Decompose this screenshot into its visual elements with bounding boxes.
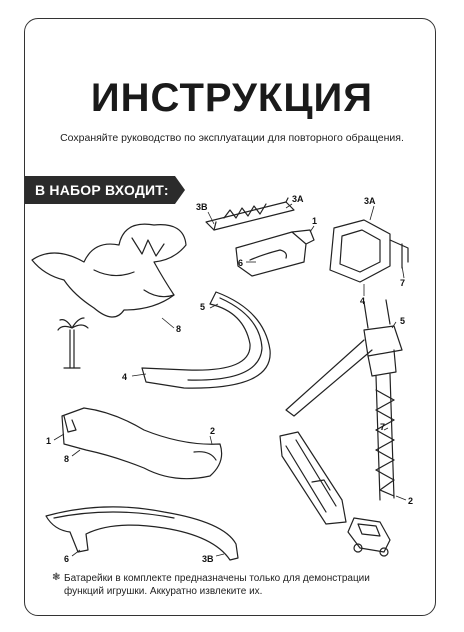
label-5-mid: 5 — [200, 302, 205, 312]
battery-note: Батарейки в комплекте предназначены толь… — [64, 573, 370, 597]
label-5-tower: 5 — [400, 316, 405, 326]
label-1-top: 1 — [312, 216, 317, 226]
palm-tree-part — [57, 317, 89, 369]
battery-note-icon: ❃ — [52, 572, 61, 583]
ramp-piece-top — [205, 197, 295, 231]
label-7-right: 7 — [400, 278, 405, 288]
label-8-left: 8 — [176, 324, 181, 334]
label-6-bottom: 6 — [64, 554, 69, 564]
kit-contents-banner: В НАБОР ВХОДИТ: — [25, 176, 185, 204]
banner-shape — [25, 176, 185, 204]
launcher-part — [235, 229, 315, 277]
label-2-tower: 2 — [408, 496, 413, 506]
label-6: 6 — [238, 258, 243, 268]
parts-illustration: 3В 3А 1 6 3А 7 4 5 8 4 5 7 2 1 8 2 6 3В — [31, 194, 413, 564]
label-8-bottom: 8 — [64, 454, 69, 464]
dinosaur-part — [31, 223, 187, 318]
label-7-tower: 7 — [380, 422, 385, 432]
bottom-ramp-part — [45, 506, 239, 561]
label-4-right: 4 — [360, 296, 365, 306]
instruction-sheet — [24, 18, 436, 616]
banner-text: В НАБОР ВХОДИТ: — [35, 182, 169, 198]
curved-ramp-part — [141, 291, 271, 389]
launcher-tube-part — [279, 431, 347, 525]
label-3b-bottom: 3В — [202, 554, 214, 564]
label-3b-top: 3В — [196, 202, 208, 212]
page-subtitle: Сохраняйте руководство по эксплуатации д… — [60, 132, 404, 144]
page-title: ИНСТРУКЦИЯ — [90, 76, 374, 120]
rock-track-part — [61, 407, 223, 480]
label-3a-top: 3А — [292, 194, 304, 204]
label-4-left: 4 — [122, 372, 127, 382]
label-2-mid: 2 — [210, 426, 215, 436]
label-1-left: 1 — [46, 436, 51, 446]
tower-part — [285, 299, 403, 501]
label-3a-right: 3А — [364, 196, 376, 206]
loop-base-part — [329, 219, 409, 283]
car-part — [347, 517, 391, 557]
